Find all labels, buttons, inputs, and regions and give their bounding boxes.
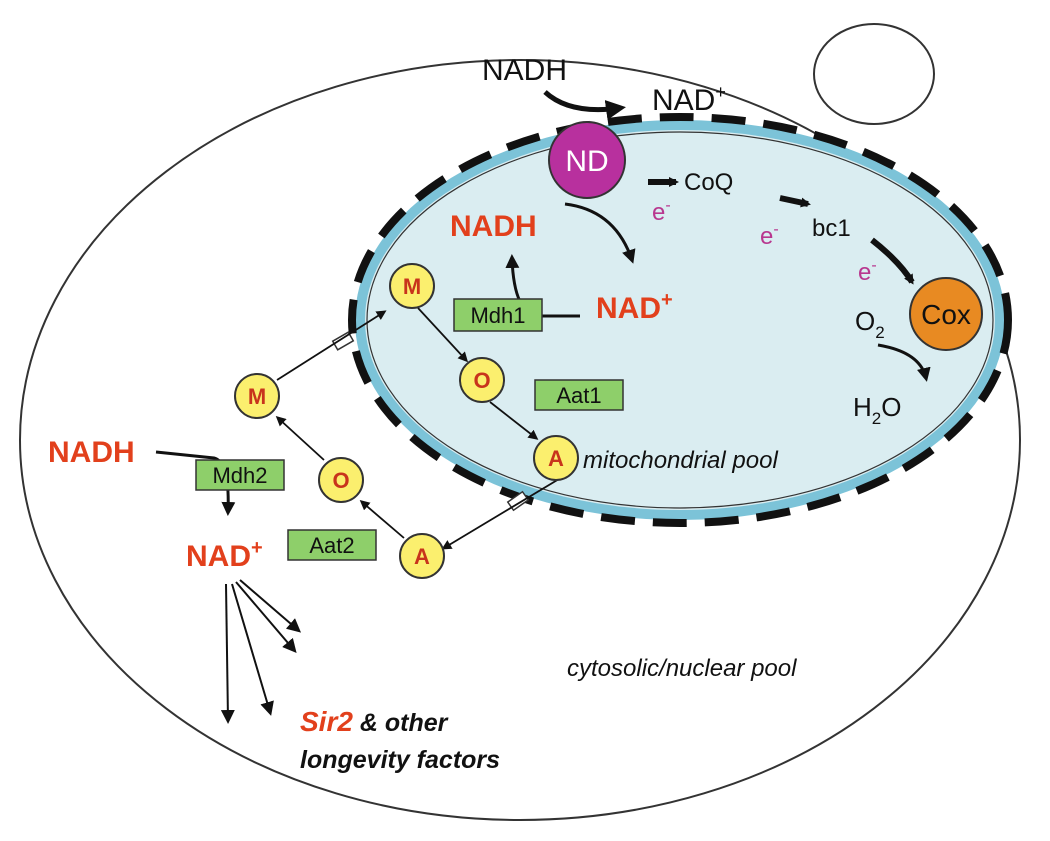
oxygen-label: O2 — [855, 306, 885, 342]
nad-to-longevity-arrow-2 — [231, 583, 274, 716]
water-label: H2O — [853, 392, 901, 428]
external-nadh-label: NADH — [482, 54, 567, 87]
nad-to-longevity-arrow-4 — [239, 579, 302, 633]
bc1-label: bc1 — [812, 215, 851, 242]
nd-inward-arrow — [564, 202, 636, 264]
oxaloacetate-mito-label: O — [473, 368, 490, 393]
transporter-malate — [331, 331, 355, 351]
mdh2-enzyme-box — [195, 459, 285, 491]
aat1-enzyme-box — [534, 379, 624, 411]
mdh1-label: Mdh1 — [470, 303, 525, 328]
arrow-m-mito-to-o-mito — [417, 307, 469, 363]
mitochondrion-dashed-membrane — [348, 113, 1012, 527]
arrow-o-cyto-to-m-cyto — [275, 415, 325, 461]
aat2-enzyme-box — [287, 529, 377, 561]
aspartate-mito-label: A — [548, 446, 564, 471]
malate-cyto-node — [234, 373, 280, 419]
oxaloacetate-cyto-node — [318, 457, 364, 503]
aat2-label: Aat2 — [309, 533, 354, 558]
external-nadh-arrow — [543, 90, 626, 120]
nd-label: ND — [565, 145, 608, 178]
bc1-to-cox-arrow — [870, 237, 915, 285]
mitochondrion-membrane — [355, 120, 1005, 520]
cyto-nad-plus-label: NAD+ — [186, 537, 263, 573]
aspartate-mito-node — [533, 435, 579, 481]
mitochondrial-pool-label: mitochondrial pool — [583, 447, 778, 474]
cyto-nadh-label: NADH — [48, 436, 135, 469]
electron-label-3: e- — [858, 257, 877, 286]
electron-label-2: e- — [760, 221, 779, 250]
malate-cyto-label: M — [248, 384, 266, 409]
external-nad-plus-label: NAD+ — [652, 82, 726, 117]
malate-mito-label: M — [403, 274, 421, 299]
mdh2-label: Mdh2 — [212, 463, 267, 488]
coq-to-bc1-arrow — [779, 195, 811, 208]
oxaloacetate-cyto-label: O — [332, 468, 349, 493]
mitochondrion — [348, 113, 1012, 527]
oxygen-to-water-arrow — [877, 343, 931, 382]
cytosolic-pool-label: cytosolic/nuclear pool — [567, 655, 797, 682]
malate-mito-node — [389, 263, 435, 309]
yeast-bud — [813, 23, 935, 125]
arrow-m-cyto-to-m-mito — [276, 310, 387, 381]
arrow-a-mito-to-a-cyto — [441, 475, 565, 550]
arrow-o-mito-to-a-mito — [489, 401, 539, 440]
mitochondrion-inner-line — [366, 131, 994, 509]
aspartate-cyto-node — [399, 533, 445, 579]
mdh1-enzyme-box — [453, 298, 543, 332]
electron-label-1: e- — [652, 197, 671, 226]
cox-label: Cox — [921, 299, 971, 330]
arrow-a-cyto-to-o-cyto — [359, 500, 405, 539]
aspartate-cyto-label: A — [414, 544, 430, 569]
cell-outline — [19, 59, 1021, 821]
coq-label: CoQ — [684, 169, 733, 196]
mito-nad-plus-label: NAD+ — [596, 289, 673, 325]
longevity-line-2: longevity factors — [300, 746, 500, 774]
longevity-line-1: Sir2 & other — [300, 706, 449, 737]
nd-complex — [548, 121, 626, 199]
nad-to-longevity-arrow-3 — [235, 581, 297, 654]
mito-nadh-label: NADH — [450, 210, 537, 243]
oxaloacetate-mito-node — [459, 357, 505, 403]
nad-to-longevity-arrow-1 — [220, 583, 235, 724]
cox-complex — [909, 277, 983, 351]
aat1-label: Aat1 — [556, 383, 601, 408]
